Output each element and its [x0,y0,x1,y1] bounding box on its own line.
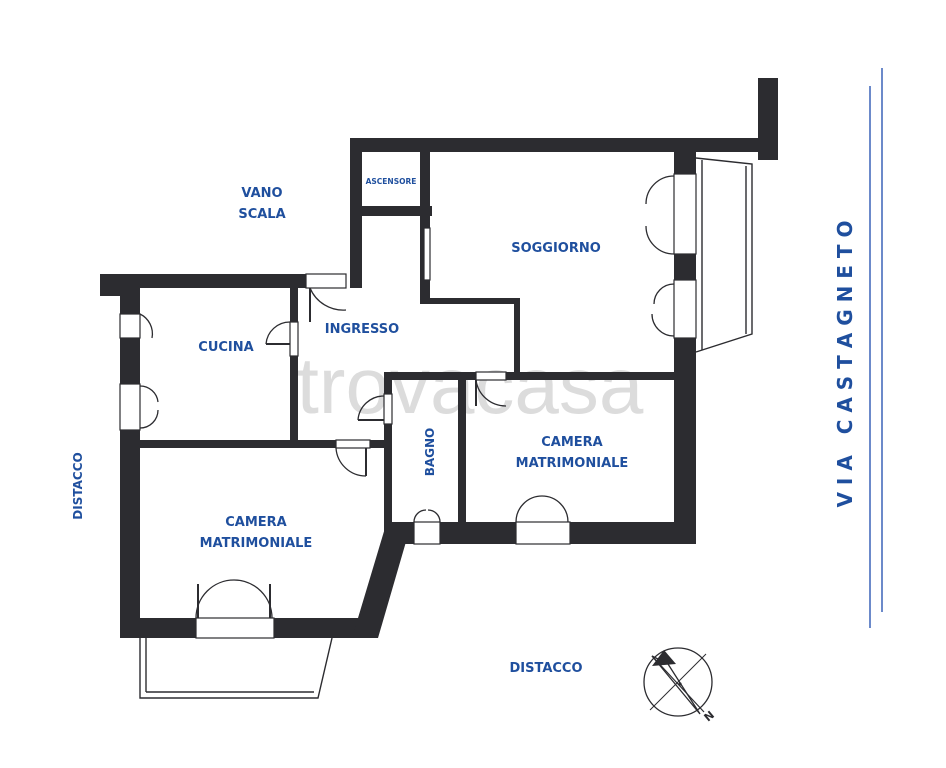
camera-right-label-2: MATRIMONIALE [516,456,629,471]
bagno-label: BAGNO [423,428,437,477]
ascensore-label: ASCENSORE [366,177,417,186]
distacco-left-label: DISTACCO [71,452,85,519]
watermark-logo: trovacasa [297,341,644,430]
ingresso-label: INGRESSO [325,322,399,337]
compass-north-letter: N [702,708,717,724]
camera-left-label-2: MATRIMONIALE [200,536,313,551]
inner-walls [120,138,696,534]
windows [119,173,697,639]
cucina-label: CUCINA [198,340,253,355]
camera-right-label-1: CAMERA [541,435,603,450]
compass-icon: N [643,647,717,724]
vano-scala-label-2: SCALA [238,207,285,222]
door-swings [139,175,675,619]
camera-left-label-1: CAMERA [225,515,287,530]
distacco-bottom-label: DISTACCO [509,661,582,676]
vano-scala-label-1: VANO [241,186,282,201]
street-name-label: V I A C A S T A G N E T O [833,220,857,507]
balconies [139,157,753,699]
soggiorno-label: SOGGIORNO [511,241,601,256]
